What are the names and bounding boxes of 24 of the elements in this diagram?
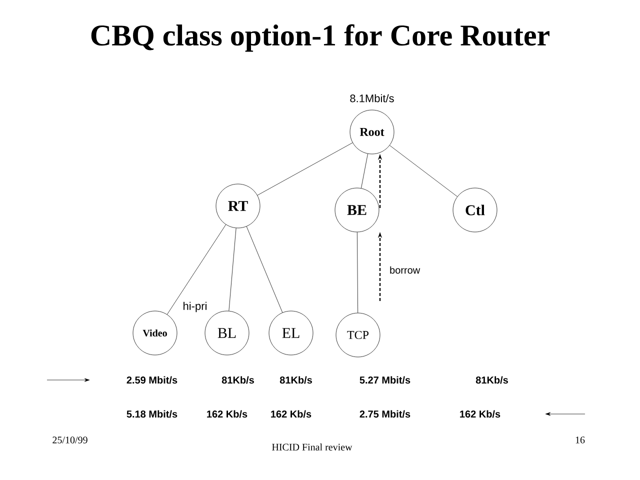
tree-line [356,232,358,313]
footer-text: 16 [576,436,585,444]
footer-text: HICID Final review [272,443,352,451]
rate-label: 2.75 Mbit/s [360,410,410,418]
rate-label: 5.27 Mbit/s [360,376,410,384]
tree-line [166,224,226,315]
footer-text: 25/10/99 [52,436,88,444]
tree-line [257,142,353,196]
rate-label: 8.1Mbit/s [350,94,394,102]
edge-label: borrow [390,266,420,274]
tree-line [246,226,283,313]
rate-label: 162 Kb/s [271,410,312,418]
tree-line [390,145,458,197]
rate-label: 5.18 Mbit/s [126,410,178,418]
rate-label: 81Kb/s [222,376,254,384]
priority-label: hi-pri [184,302,206,312]
rate-label: 162 Kb/s [207,410,248,418]
rate-label: 81Kb/s [280,376,312,384]
rate-label: 162 Kb/s [460,410,500,418]
tree-line [361,154,368,188]
rate-label: 2.59 Mbit/s [126,376,178,384]
tree-line [228,228,236,312]
title: CBQ class option-1 for Core Router [91,24,550,52]
rate-label: 81Kb/s [476,376,508,384]
